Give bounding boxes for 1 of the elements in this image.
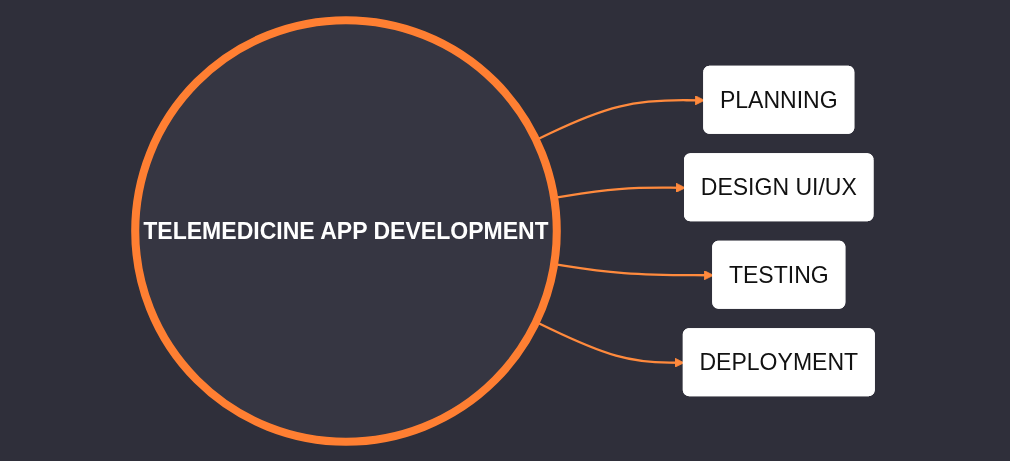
node-circle: TELEMEDICINE APP DEVELOPMENT bbox=[131, 15, 562, 446]
